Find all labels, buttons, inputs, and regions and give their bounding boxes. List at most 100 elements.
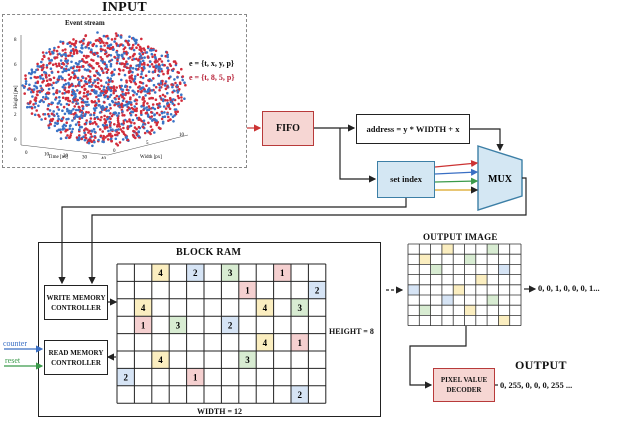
event-point <box>73 99 77 102</box>
event-point <box>178 82 182 85</box>
event-point <box>89 132 93 136</box>
event-point <box>36 90 39 93</box>
event-point <box>116 116 120 120</box>
event-point <box>70 42 74 45</box>
event-point <box>176 110 179 113</box>
event-point <box>160 111 164 115</box>
event-point <box>153 55 157 59</box>
event-point <box>109 93 113 97</box>
event-point <box>109 89 113 92</box>
event-point <box>158 86 162 89</box>
event-point <box>89 92 92 96</box>
event-point <box>115 94 119 98</box>
event-point <box>124 103 127 107</box>
event-point <box>66 96 70 100</box>
output-cell-filled <box>419 254 431 265</box>
event-point <box>148 131 151 134</box>
event-point <box>134 75 137 78</box>
event-point <box>139 109 143 113</box>
event-point <box>90 135 93 138</box>
event-point <box>121 110 124 113</box>
event-point <box>70 60 73 64</box>
event-point <box>121 99 125 102</box>
event-point <box>150 63 154 66</box>
event-point <box>113 37 117 41</box>
event-point <box>109 126 112 129</box>
event-point <box>105 42 109 45</box>
event-point <box>34 96 37 99</box>
event-point <box>87 74 90 78</box>
event-point <box>137 43 140 47</box>
event-point <box>139 48 143 52</box>
event-point <box>99 134 103 138</box>
event-point <box>100 89 103 93</box>
event-point <box>72 52 76 55</box>
event-point <box>105 65 109 69</box>
output-values: 0, 255, 0, 0, 0, 255 ... <box>500 380 573 390</box>
event-point <box>141 68 145 72</box>
event-point <box>160 54 164 58</box>
scatter-y-tick: 4 <box>14 88 17 93</box>
event-point <box>55 81 58 84</box>
event-point <box>95 61 98 65</box>
event-point <box>181 78 184 82</box>
event-point <box>157 63 161 66</box>
input-title: INPUT <box>102 0 148 15</box>
event-point <box>142 103 145 107</box>
event-point <box>168 63 172 66</box>
event-point <box>74 123 78 126</box>
event-point <box>54 121 57 125</box>
event-point <box>109 64 113 68</box>
event-point <box>148 92 151 95</box>
event-point <box>50 119 54 123</box>
event-point <box>71 71 74 74</box>
event-point <box>147 121 150 125</box>
event-point <box>78 128 81 131</box>
event-point <box>106 117 109 121</box>
event-point <box>82 42 85 45</box>
event-point <box>96 85 100 89</box>
event-point <box>80 137 83 141</box>
event-point <box>107 83 110 86</box>
event-point <box>90 48 93 51</box>
ram-height-label: HEIGHT = 8 <box>329 327 374 336</box>
event-point <box>66 109 69 113</box>
event-point <box>126 138 130 142</box>
event-point <box>164 54 167 58</box>
event-point <box>130 103 133 106</box>
event-point <box>70 54 74 58</box>
event-point <box>71 127 74 131</box>
event-point <box>38 90 42 94</box>
event-point <box>137 89 140 93</box>
event-point <box>127 57 130 60</box>
event-point <box>135 57 138 61</box>
event-point <box>96 51 99 55</box>
event-point <box>52 81 55 85</box>
event-point <box>115 42 118 45</box>
event-point <box>29 76 33 80</box>
event-point <box>46 91 49 95</box>
event-point <box>47 112 50 116</box>
event-point <box>35 109 38 112</box>
event-plot-panel: Event stream 864200102030400510Height [p… <box>2 14 247 168</box>
event-point <box>76 102 80 105</box>
event-point <box>150 52 154 56</box>
event-point <box>126 102 129 106</box>
event-point <box>150 110 153 114</box>
event-point <box>104 121 107 124</box>
event-point <box>148 65 152 68</box>
event-point <box>42 100 45 104</box>
event-point <box>105 55 109 58</box>
mux-block <box>477 145 523 211</box>
event-point <box>71 119 74 122</box>
event-point <box>121 44 125 47</box>
event-point <box>153 113 156 116</box>
event-point <box>59 131 63 134</box>
event-point <box>115 133 119 136</box>
event-point <box>65 121 68 124</box>
event-point <box>55 49 59 53</box>
event-point <box>91 144 94 148</box>
event-point <box>103 118 106 121</box>
event-point <box>61 109 64 112</box>
event-point <box>64 96 68 100</box>
